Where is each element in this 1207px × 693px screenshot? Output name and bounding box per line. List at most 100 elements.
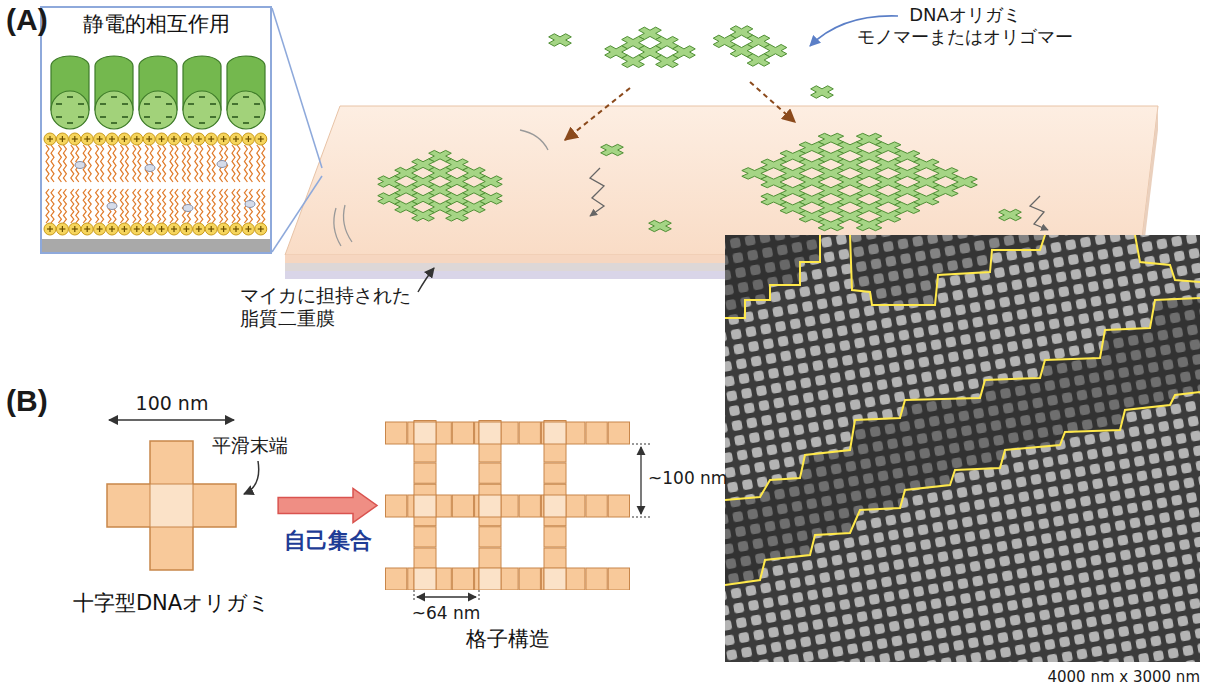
negative-charge xyxy=(111,96,117,98)
lipid-tail xyxy=(170,189,173,223)
callout-text: DNAオリガミ モノマーまたはオリゴマー xyxy=(845,4,1085,47)
lipid-head xyxy=(143,133,155,145)
lipid-head xyxy=(255,133,267,145)
lipid-head xyxy=(180,133,192,145)
lattice-square xyxy=(544,442,566,462)
lipid-tail xyxy=(145,189,148,223)
dimension-guide xyxy=(632,444,652,445)
lattice-square xyxy=(544,463,566,483)
origami-lattice xyxy=(716,122,983,242)
negative-charge xyxy=(67,122,73,124)
origami-on-surface xyxy=(355,23,1027,242)
lipid-tail xyxy=(125,145,128,182)
lipid-head xyxy=(156,223,168,235)
positive-charge xyxy=(49,226,50,232)
cross-origami xyxy=(850,216,888,233)
lipid-tail xyxy=(101,145,104,182)
domain-outline xyxy=(725,235,820,318)
lipid-head xyxy=(168,223,180,235)
negative-charge xyxy=(188,103,194,105)
lipid-head xyxy=(193,223,205,235)
lipid-tail xyxy=(46,145,49,182)
negative-charge xyxy=(243,122,249,124)
lipid-tail xyxy=(232,189,235,223)
dimension-arrow xyxy=(640,447,641,514)
lattice-square xyxy=(479,463,501,483)
lipid-tail xyxy=(76,189,79,223)
cross-origami xyxy=(812,216,850,233)
lipid-tail xyxy=(96,145,99,182)
landing-arrow xyxy=(750,82,795,122)
lipid-tail xyxy=(83,189,86,223)
lattice-square xyxy=(544,527,566,547)
lipid-head xyxy=(131,133,143,145)
negative-charge xyxy=(243,96,249,98)
lattice-square xyxy=(414,463,436,483)
origami-lattice xyxy=(599,24,701,80)
counter-ion xyxy=(75,162,85,169)
lattice-square xyxy=(586,495,607,517)
origami-lattice xyxy=(595,142,629,159)
cross-origami xyxy=(650,52,684,71)
illustration-g xyxy=(107,441,236,570)
afm-ground xyxy=(725,235,1200,662)
negative-charge xyxy=(199,122,205,124)
negative-charge xyxy=(78,103,84,105)
diffusion-path xyxy=(1030,196,1048,230)
lipid-head xyxy=(143,223,155,235)
positive-charge xyxy=(161,136,162,142)
lipid-tail xyxy=(244,145,247,182)
lipid-tail xyxy=(120,189,123,223)
lattice-square xyxy=(479,527,501,547)
cylinder-face xyxy=(227,91,265,129)
afm-disorder xyxy=(725,298,1200,585)
counter-ion xyxy=(107,203,117,210)
afm-image xyxy=(725,235,1200,662)
positive-charge xyxy=(99,226,100,232)
positive-charge xyxy=(136,226,137,232)
cross-origami xyxy=(543,31,577,50)
lipid-tail xyxy=(175,189,178,223)
lipid-head xyxy=(230,133,242,145)
positive-charge xyxy=(124,226,125,232)
edge-label: 自己集合 xyxy=(282,528,374,554)
negative-charge xyxy=(254,116,260,118)
lipid-tail xyxy=(96,189,99,223)
lipid-tail xyxy=(195,145,198,182)
lipid-head xyxy=(255,223,267,235)
lipid-head xyxy=(242,133,254,145)
afm-lattice xyxy=(725,235,1200,662)
lipid-tail xyxy=(182,145,185,182)
negative-charge xyxy=(67,96,73,98)
lipid-tail xyxy=(200,145,203,182)
negative-charge xyxy=(232,116,238,118)
lattice-square xyxy=(586,568,607,590)
lipid-tail xyxy=(71,145,74,182)
positive-charge xyxy=(149,226,150,232)
zoom-line xyxy=(272,176,322,252)
negative-charge xyxy=(166,103,172,105)
lattice-square xyxy=(414,442,436,462)
cross-origami xyxy=(406,207,440,224)
lipid-tail xyxy=(207,145,210,182)
lipid-tail xyxy=(46,189,49,223)
lattice-square xyxy=(386,422,407,444)
lipid-tail xyxy=(237,145,240,182)
lipid-tail xyxy=(58,189,61,223)
afm-disorder xyxy=(725,235,820,318)
negative-charge xyxy=(210,116,216,118)
lipid-tail xyxy=(163,189,166,223)
domain-outline xyxy=(850,235,1045,305)
assembly-arrow xyxy=(278,489,377,523)
lipid-tail xyxy=(125,189,128,223)
lipid-tail xyxy=(195,189,198,223)
counter-ion xyxy=(217,161,227,168)
positive-charge xyxy=(136,136,137,142)
lattice-junction xyxy=(414,568,436,590)
lattice-square xyxy=(414,548,436,568)
negative-charge xyxy=(144,116,150,118)
positive-charge xyxy=(111,226,112,232)
shape-caption: 格子構造 xyxy=(385,627,630,652)
lipid-head xyxy=(156,133,168,145)
